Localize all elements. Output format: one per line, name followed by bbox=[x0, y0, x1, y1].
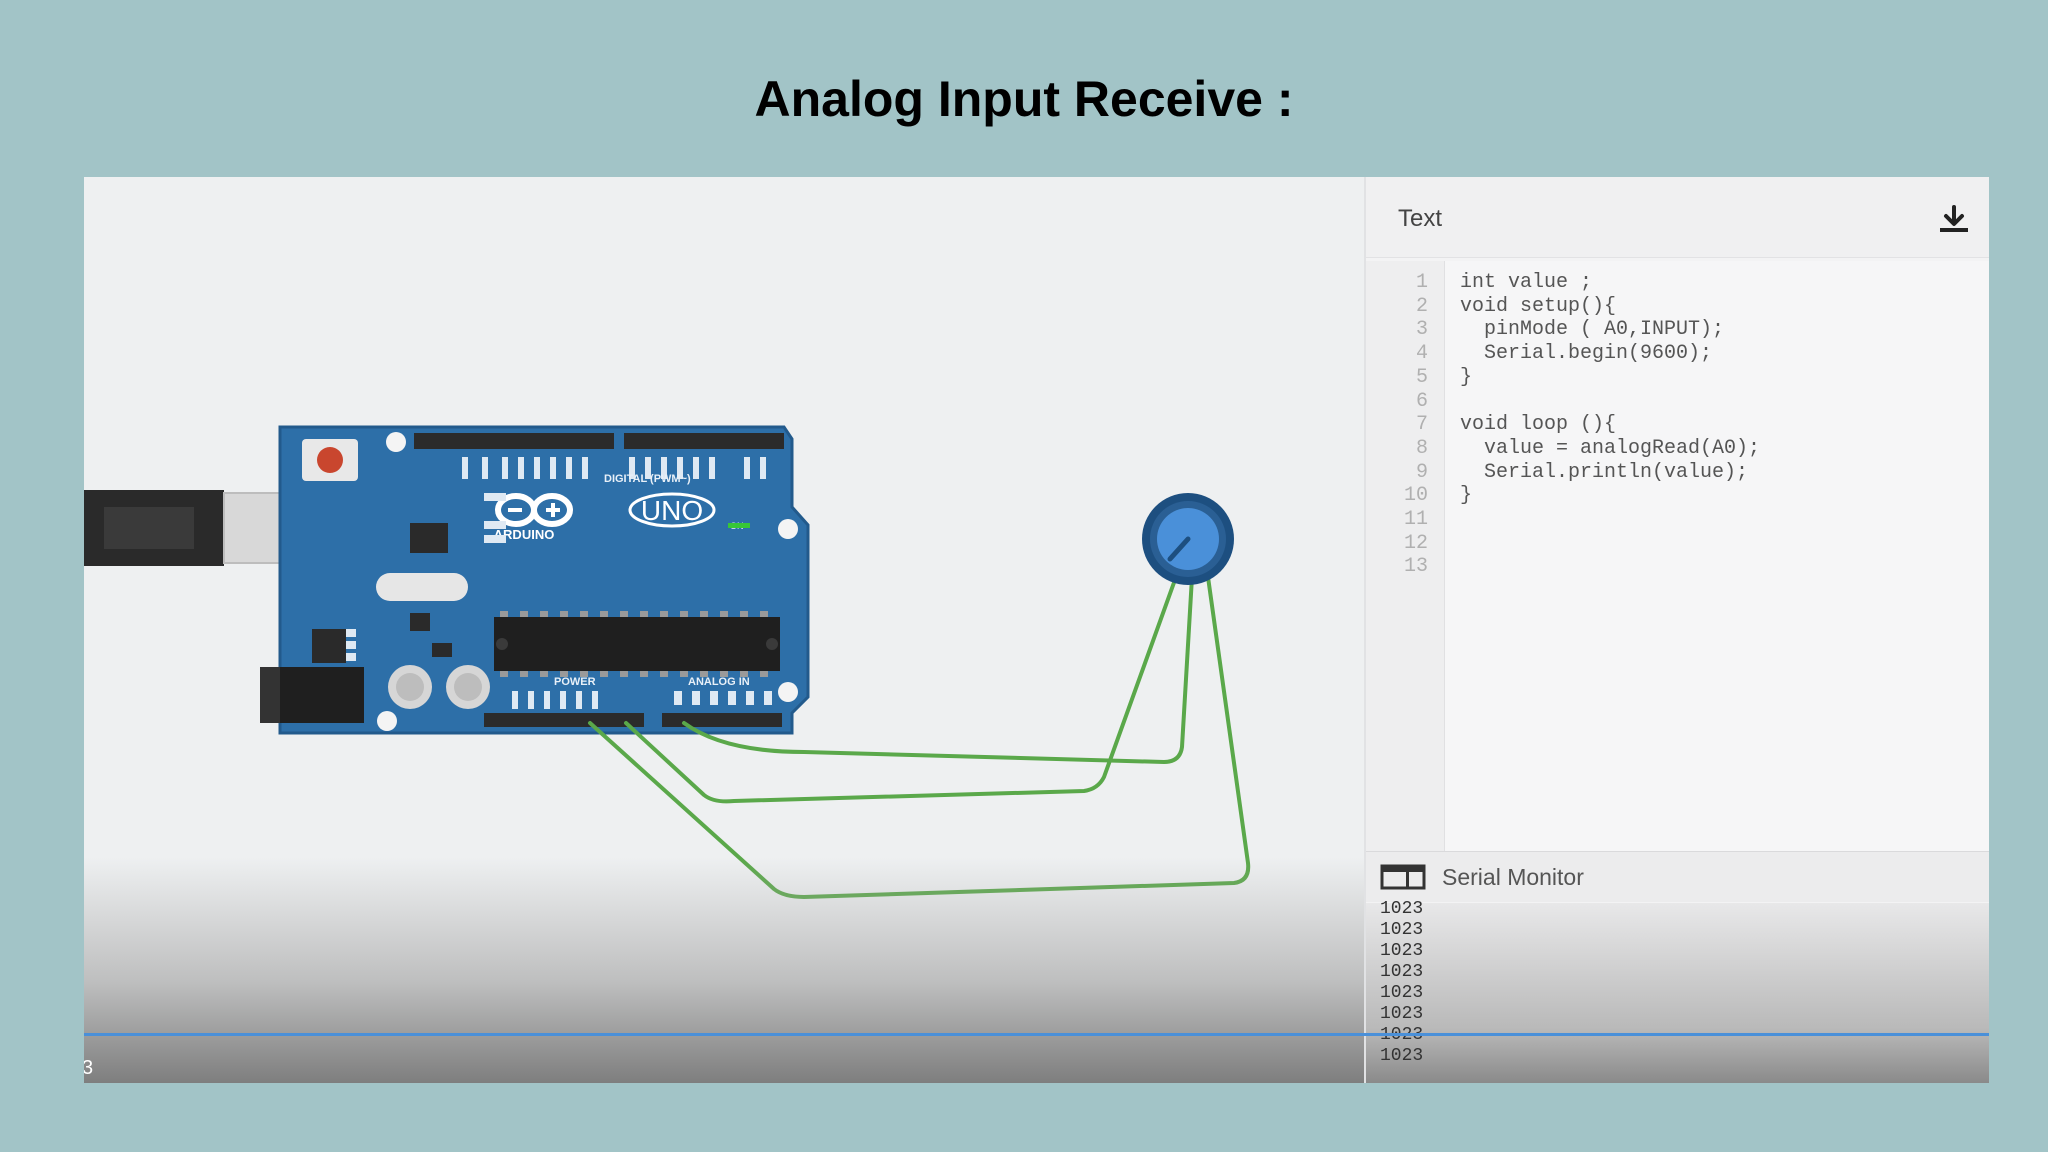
download-icon[interactable] bbox=[1936, 205, 1972, 235]
code-text: int value ; bbox=[1460, 271, 1593, 294]
serial-output-line: 1023 bbox=[1380, 983, 1424, 1003]
slide-title: Analog Input Receive : bbox=[754, 71, 1294, 127]
potentiometer[interactable] bbox=[1142, 493, 1234, 585]
code-line[interactable]: 4 Serial.begin(9600); bbox=[1366, 342, 1989, 366]
video-progress-bar[interactable] bbox=[84, 1033, 1989, 1036]
wire-a0[interactable] bbox=[682, 575, 1194, 764]
code-line[interactable]: 1 int value ; bbox=[1366, 271, 1989, 295]
serial-monitor-icon bbox=[1380, 864, 1426, 890]
line-number: 8 bbox=[1415, 436, 1428, 460]
code-text: pinMode ( A0,INPUT); bbox=[1460, 318, 1725, 342]
code-text: } bbox=[1460, 365, 1473, 389]
code-line[interactable]: 13 bbox=[1366, 555, 1989, 579]
line-number: 3 bbox=[1415, 318, 1428, 342]
serial-output-line: 1023 bbox=[1380, 899, 1424, 919]
code-line[interactable]: 11 bbox=[1366, 508, 1989, 532]
line-number: 5 bbox=[1415, 365, 1428, 389]
code-panel-title: Text bbox=[1398, 205, 1443, 232]
code-line[interactable]: 6 bbox=[1366, 390, 1989, 414]
serial-output-line: 1023 bbox=[1380, 1004, 1424, 1024]
code-text: value = analogRead(A0); bbox=[1460, 436, 1761, 460]
serial-output-line: 1023 bbox=[1380, 962, 1424, 982]
line-number: 6 bbox=[1415, 389, 1428, 413]
line-number: 7 bbox=[1415, 413, 1428, 437]
line-number: 13 bbox=[1403, 555, 1428, 579]
board-power-label: POWER bbox=[554, 676, 596, 688]
code-line[interactable]: 9 Serial.println(value); bbox=[1366, 461, 1989, 485]
code-text: void loop (){ bbox=[1460, 413, 1617, 437]
line-number: 2 bbox=[1415, 294, 1428, 318]
code-line[interactable]: 2 void setup(){ bbox=[1366, 295, 1989, 319]
code-line[interactable]: 3 pinMode ( A0,INPUT); bbox=[1366, 318, 1989, 342]
code-line[interactable]: 12 bbox=[1366, 532, 1989, 556]
serial-output-line: 1023 bbox=[1380, 1046, 1424, 1066]
circuit-canvas[interactable]: DIGITAL (PWM~) UNO ARDUINO ON bbox=[84, 177, 1364, 1083]
line-number: 9 bbox=[1415, 460, 1428, 484]
board-brand-label: ARDUINO bbox=[494, 527, 555, 542]
board-model-label: UNO bbox=[641, 495, 703, 526]
line-number: 10 bbox=[1403, 484, 1428, 508]
code-panel-header: Text bbox=[1366, 177, 1989, 258]
line-number: 4 bbox=[1415, 342, 1428, 366]
serial-output-line: 1023 bbox=[1380, 920, 1424, 940]
line-number: 1 bbox=[1415, 271, 1428, 294]
simulator-screenshot: DIGITAL (PWM~) UNO ARDUINO ON bbox=[84, 177, 1989, 1083]
wire-gnd[interactable] bbox=[624, 575, 1178, 804]
code-text: Serial.println(value); bbox=[1460, 460, 1749, 484]
code-line[interactable]: 10} bbox=[1366, 484, 1989, 508]
arduino-logo bbox=[495, 493, 573, 527]
line-number: 12 bbox=[1403, 531, 1428, 555]
serial-monitor-header[interactable]: Serial Monitor bbox=[1366, 851, 1989, 902]
code-text: Serial.begin(9600); bbox=[1460, 342, 1713, 366]
arduino-uno-board[interactable]: DIGITAL (PWM~) UNO ARDUINO ON bbox=[260, 425, 810, 735]
board-digital-label: DIGITAL (PWM~) bbox=[604, 473, 691, 485]
code-text: void setup(){ bbox=[1460, 294, 1617, 318]
line-number-gutter bbox=[1366, 261, 1445, 851]
serial-output-line: 1023 bbox=[1380, 941, 1424, 961]
line-number: 11 bbox=[1403, 508, 1428, 531]
code-text: } bbox=[1460, 484, 1473, 508]
frame-number: 3 bbox=[84, 1057, 94, 1079]
serial-monitor-output[interactable]: 10231023102310231023102310231023 bbox=[1366, 899, 1989, 1083]
code-line[interactable]: 5} bbox=[1366, 366, 1989, 390]
code-line[interactable]: 8 value = analogRead(A0); bbox=[1366, 437, 1989, 461]
board-analog-label: ANALOG IN bbox=[688, 676, 750, 688]
serial-monitor-title: Serial Monitor bbox=[1442, 864, 1584, 890]
code-line[interactable]: 7 void loop (){ bbox=[1366, 413, 1989, 437]
